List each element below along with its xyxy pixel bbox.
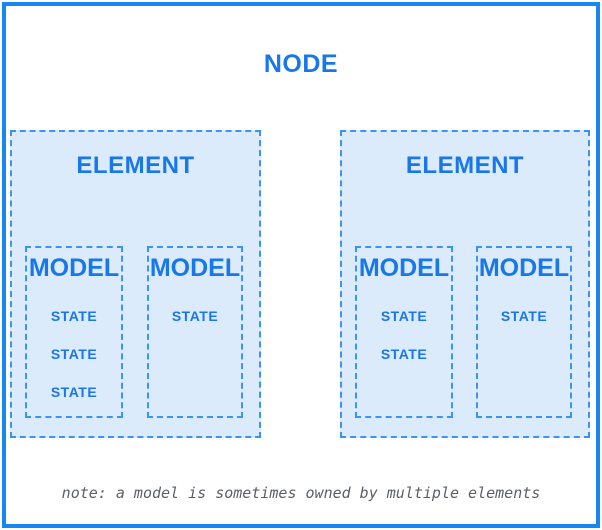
model-title: MODEL	[28, 254, 120, 282]
state-label: STATE	[50, 384, 98, 400]
models-row: MODEL STATE STATE STATE MODEL STATE	[25, 246, 243, 418]
element-box-right: ELEMENT MODEL STATE STATE MODEL STATE	[340, 130, 590, 438]
state-label: STATE	[380, 346, 428, 362]
element-title: ELEMENT	[405, 152, 525, 179]
states-list: STATE STATE	[381, 308, 427, 363]
state-label: STATE	[380, 308, 428, 324]
states-list: STATE STATE STATE	[51, 308, 97, 401]
model-title: MODEL	[358, 254, 450, 282]
model-title: MODEL	[149, 254, 241, 282]
model-box: MODEL STATE STATE	[355, 246, 453, 418]
states-list: STATE	[172, 308, 218, 325]
state-label: STATE	[171, 308, 219, 324]
state-label: STATE	[50, 346, 98, 362]
model-box: MODEL STATE STATE STATE	[25, 246, 123, 418]
note-text: note: a model is sometimes owned by mult…	[61, 484, 541, 502]
node-title: NODE	[263, 50, 339, 78]
model-box: MODEL STATE	[476, 246, 572, 418]
state-label: STATE	[50, 308, 98, 324]
model-title: MODEL	[478, 254, 570, 282]
state-label: STATE	[500, 308, 548, 324]
states-list: STATE	[501, 308, 547, 325]
model-box: MODEL STATE	[147, 246, 243, 418]
models-row: MODEL STATE STATE MODEL STATE	[355, 246, 572, 418]
element-box-left: ELEMENT MODEL STATE STATE STATE MODEL ST…	[10, 130, 261, 438]
element-title: ELEMENT	[76, 152, 195, 179]
